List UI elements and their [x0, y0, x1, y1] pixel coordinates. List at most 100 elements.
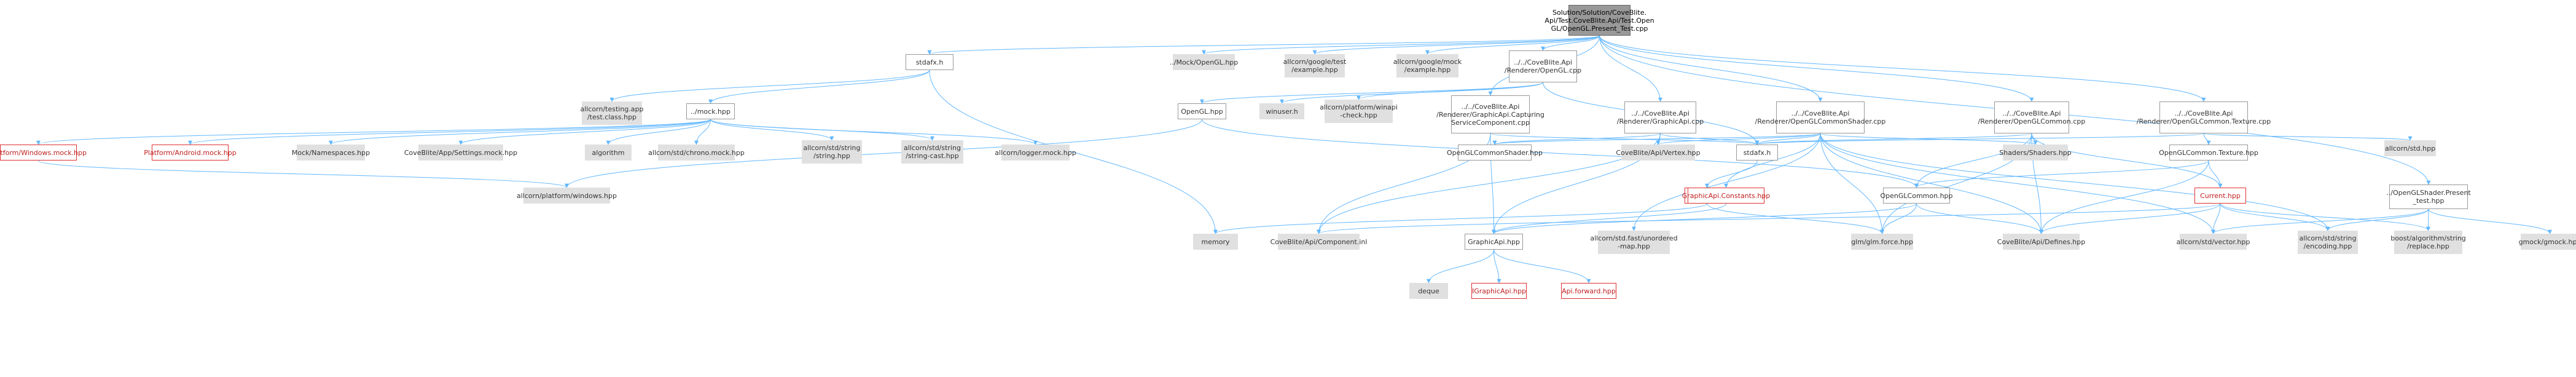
edge-opengl-hpp-to-platform-windows [565, 119, 1202, 188]
node-platform-android-mock: Platform/Android.mock.hpp [144, 145, 237, 161]
edge-commonshader-cpp-to-unordered-map [1632, 133, 1821, 231]
node-string-encoding: allcorn/std/string /encoding.hpp [2298, 231, 2358, 254]
edge-stdafx-top-to-memory [929, 69, 1218, 234]
edge-common-cpp-to-current-hpp [2031, 133, 2223, 188]
edge-mock-hpp-to-settings-mock [458, 119, 711, 145]
edge-commonshader-cpp-to-string-encoding [1820, 133, 2330, 231]
node-memory: memory [1193, 234, 1238, 250]
node-opengl-hpp: OpenGL.hpp [1178, 103, 1226, 119]
node-current-hpp: Current.hpp [2194, 188, 2246, 204]
node-gmock: gmock/gmock.hpp [2519, 234, 2576, 250]
node-winapi-check: allcorn/platform/winapi -check.hpp [1320, 100, 1398, 123]
node-settings-mock: CoveBlite/App/Settings.mock.hpp [404, 145, 517, 161]
node-common-cpp: ../../CoveBlite.Api /Renderer/OpenGLComm… [1978, 101, 2085, 133]
node-stdafx-mid: stdafx.h [1736, 145, 1778, 161]
node-opengl-cpp: ../../CoveBlite.Api /Renderer/OpenGL.cpp [1505, 50, 1581, 82]
edge-capturing-to-stdafx-mid [1490, 133, 1760, 145]
edge-commonshader-cpp-to-shaders-hpp [1820, 133, 2038, 145]
edge-commonshader-cpp-to-std-vector [1820, 133, 2215, 234]
edge-root-to-mock-opengl [1202, 35, 1600, 55]
edge-mock-hpp-to-platform-windows-mock [36, 119, 711, 145]
node-graphicapi-hpp: GraphicApi.hpp [1465, 234, 1523, 250]
edge-root-to-commontexture-cpp [1599, 35, 2206, 102]
edge-mock-hpp-to-mock-namespaces [329, 119, 711, 145]
node-logger-mock: allcorn/logger.mock.hpp [995, 145, 1076, 161]
edge-stdafx-red-to-memory [1213, 203, 1707, 234]
edge-mock-hpp-to-chrono-mock [694, 119, 711, 145]
node-defines-hpp: CoveBlite/Api/Defines.hpp [1997, 234, 2085, 250]
node-commonshader-cpp: ../../CoveBlite.Api /Renderer/OpenGLComm… [1755, 101, 1885, 133]
edge-constants-hpp-to-graphicapi-hpp [1492, 203, 1726, 234]
node-mock-opengl: ../Mock/OpenGL.hpp [1170, 54, 1238, 70]
edge-current-hpp-to-boost-replace [2220, 203, 2430, 231]
edge-common-cpp-to-stdafx-mid [1755, 133, 2032, 145]
node-commontexture-hpp: OpenGLCommon.Texture.hpp [2159, 145, 2258, 161]
edge-commontexture-hpp-to-opengl-common-hpp [1914, 160, 2209, 188]
edge-root-to-commonshader-cpp [1599, 35, 1823, 102]
node-string-cast: allcorn/std/string /string-cast.hpp [901, 140, 963, 164]
node-opengl-common-hpp: OpenGLCommon.hpp [1881, 188, 1953, 204]
node-api-forward: Api.forward.hpp [1561, 283, 1616, 299]
node-commonshader-hpp: OpenGLCommonShader.hpp [1447, 145, 1543, 161]
node-algorithm: algorithm [585, 145, 632, 161]
edge-opengl-common-hpp-to-glm-force [1880, 203, 1917, 234]
node-testing-app: allcorn/testing.app /test.class.hpp [581, 101, 644, 125]
node-allcorn-std: allcorn/std.hpp [2384, 140, 2436, 156]
edge-commontexture-cpp-to-allcorn-std [2203, 133, 2413, 141]
node-vertex-hpp: CoveBlite/Api/Vertex.hpp [1616, 145, 1701, 161]
node-platform-windows-mock: Platform/Windows.mock.hpp [0, 145, 87, 161]
node-chrono-mock: allcorn/std/chrono.mock.hpp [648, 145, 745, 161]
node-shaders-hpp: Shaders/Shaders.hpp [1999, 145, 2072, 161]
edge-shader-present-to-gmock [2428, 208, 2552, 234]
edge-graphicapi-cpp-to-stdafx-mid [1660, 133, 1760, 145]
edge-mock-hpp-to-logger-mock [710, 119, 1038, 145]
edge-graphicapi-hpp-to-igraphicapi [1494, 249, 1501, 284]
node-shader-present: ../OpenGLShader.Present _test.hpp [2386, 185, 2471, 209]
edge-opengl-cpp-to-opengl-hpp [1200, 82, 1543, 104]
edge-mock-hpp-to-platform-android-mock [188, 119, 711, 145]
edge-opengl-common-hpp-to-defines-hpp [1916, 203, 2043, 234]
node-deque: deque [1409, 283, 1448, 299]
node-unordered-map: allcorn/std.fast/unordered -map.hpp [1590, 231, 1678, 254]
edge-opengl-hpp-to-opengl-common-hpp [1202, 119, 1919, 188]
edge-opengl-cpp-to-winapi-check [1357, 82, 1543, 100]
edge-shader-present-to-std-vector [2211, 208, 2429, 234]
node-mock-hpp: ../mock.hpp [686, 103, 735, 119]
node-stdafx-top: stdafx.h [906, 54, 953, 70]
edge-platform-windows-mock-to-platform-windows [38, 160, 569, 188]
edge-commontexture-cpp-to-stdafx-mid [1755, 133, 2204, 145]
edge-commontexture-cpp-to-commontexture-hpp [2203, 133, 2211, 145]
node-std-vector: allcorn/std/vector.hpp [2177, 234, 2250, 250]
edge-root-to-opengl-cpp [1541, 35, 1600, 51]
edge-root-to-common-cpp [1599, 35, 2034, 102]
node-constants-hpp: GraphicApi.Constants.hpp [1682, 188, 1770, 204]
edge-root-to-google-mock [1425, 35, 1600, 55]
edge-current-hpp-to-defines-hpp [2039, 203, 2221, 234]
node-glm-force: glm/glm.force.hpp [1851, 234, 1913, 250]
node-boost-replace: boost/algorithm/string /replace.hpp [2390, 231, 2466, 254]
edge-graphicapi-hpp-to-api-forward [1494, 249, 1591, 284]
node-graphicapi-cpp: ../../CoveBlite.Api /Renderer/GraphicApi… [1617, 101, 1704, 133]
edge-current-hpp-to-string-encoding [2220, 203, 2330, 231]
edge-root-to-stdafx-top [927, 35, 1600, 55]
edge-mock-hpp-to-algorithm [606, 119, 711, 145]
node-google-mock: allcorn/google/mock /example.hpp [1393, 54, 1462, 77]
edge-commonshader-cpp-to-commonshader-hpp [1492, 133, 1821, 145]
node-capturing: ../../CoveBlite.Api /Renderer/GraphicApi… [1436, 95, 1544, 133]
node-winuser: winuser.h [1259, 103, 1304, 119]
edge-stdafx-top-to-testing-app [609, 69, 930, 102]
edge-shader-present-to-string-encoding [2325, 208, 2429, 231]
edge-commonshader-cpp-to-vertex-hpp [1656, 133, 1821, 145]
node-component-inl: CoveBlite/Api/Component.inl [1270, 234, 1367, 250]
edge-commontexture-hpp-to-defines-hpp [2039, 160, 2209, 234]
node-commontexture-cpp: ../../CoveBlite.Api /Renderer/OpenGLComm… [2137, 101, 2271, 133]
edge-commontexture-hpp-to-current-hpp [2208, 160, 2223, 188]
node-std-string: allcorn/std/string /string.hpp [802, 140, 862, 164]
edge-commonshader-cpp-to-defines-hpp [1820, 133, 2043, 234]
edge-commonshader-cpp-to-constants-hpp [1724, 133, 1821, 188]
node-igraphicapi: IGraphicApi.hpp [1471, 283, 1527, 299]
edge-root-to-google-test [1312, 35, 1600, 55]
node-platform-windows: allcorn/platform/windows.hpp [517, 188, 617, 204]
edge-mock-hpp-to-std-string [710, 119, 834, 141]
